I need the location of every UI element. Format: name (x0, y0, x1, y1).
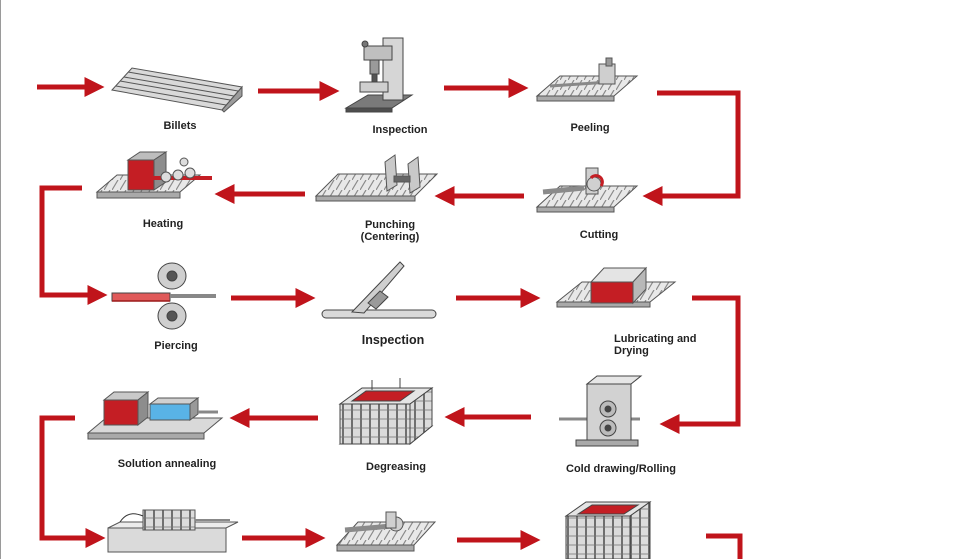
label-drying: Drying (614, 345, 649, 357)
arrow-peeling-cutting (642, 90, 741, 206)
label-cutting: Cutting (579, 229, 619, 241)
label-piercing: Piercing (154, 340, 198, 352)
label-billets: Billets (163, 120, 197, 132)
label-inspection-2: Inspection (361, 333, 425, 347)
label-inspection-1: Inspection (372, 124, 428, 136)
label-lubricating: Lubricating and (614, 333, 697, 345)
label-solution-annealing: Solution annealing (117, 458, 217, 470)
inspection-2-illustration (321, 261, 437, 319)
billets-illustration (111, 67, 243, 113)
flow-arrows (37, 77, 743, 559)
row5-machine-3-illustration (564, 501, 652, 559)
piercing-illustration (111, 262, 216, 330)
label-degreasing: Degreasing (366, 461, 426, 473)
arrow-annealing-next (39, 415, 106, 548)
arrow-row5-exit (706, 533, 743, 559)
heating-illustration (95, 151, 212, 199)
degreasing-illustration (338, 378, 434, 446)
label-centering: (Centering) (360, 231, 420, 243)
row5-machine-2-illustration (335, 511, 437, 552)
arrow-heating-piercing (39, 185, 108, 305)
lubricating-illustration (555, 266, 677, 308)
inspection-press-illustration (344, 37, 414, 113)
label-peeling: Peeling (570, 122, 610, 134)
arrow-lubricating-colddrawing (659, 295, 741, 434)
solution-annealing-illustration (86, 390, 224, 440)
row5-machine-1-illustration (107, 509, 239, 553)
label-cold-drawing: Cold drawing/Rolling (566, 463, 676, 475)
label-heating: Heating (142, 218, 184, 230)
punching-illustration (314, 154, 439, 202)
cold-drawing-illustration (559, 375, 643, 447)
frame-edge (0, 0, 1, 559)
cutting-illustration (535, 167, 639, 213)
label-punching: Punching (364, 219, 416, 231)
peeling-illustration (535, 57, 639, 102)
